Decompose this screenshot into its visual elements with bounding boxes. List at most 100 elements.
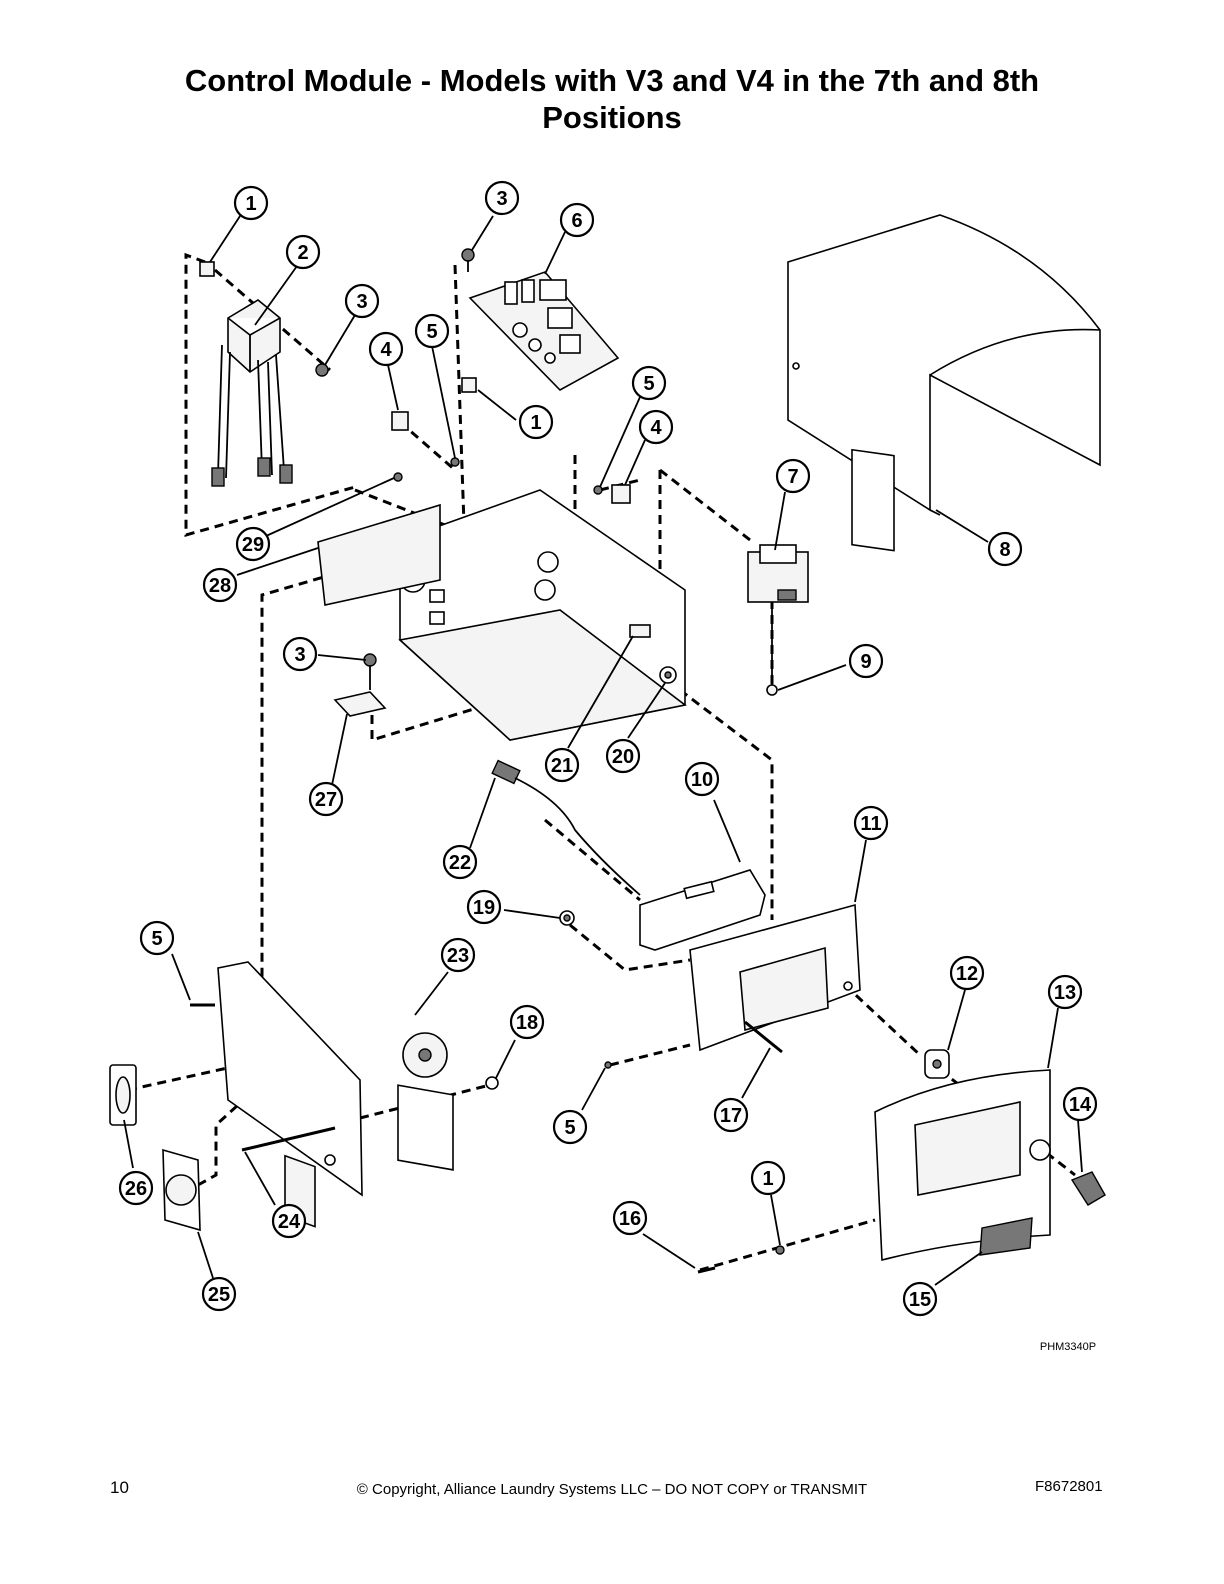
callout-bubble <box>442 844 478 880</box>
callout-label: 5 <box>426 321 437 343</box>
part-clip-1-top <box>199 261 215 277</box>
callout-16: 16 <box>612 1200 648 1236</box>
callout-label: 24 <box>278 1211 301 1233</box>
callout-bubble <box>368 331 404 367</box>
callout-4: 4 <box>368 331 404 367</box>
callout-label: 21 <box>551 755 573 777</box>
callout-22: 22 <box>442 844 478 880</box>
callout-4: 4 <box>638 409 674 445</box>
callout-bubble <box>233 185 269 221</box>
part-grommet-19 <box>559 910 575 926</box>
callout-1: 1 <box>518 404 554 440</box>
callout-8: 8 <box>987 531 1023 567</box>
callout-26: 26 <box>118 1170 154 1206</box>
callout-20: 20 <box>605 738 641 774</box>
callout-1: 1 <box>233 185 269 221</box>
callout-bubble <box>440 937 476 973</box>
part-fan-23 <box>397 1032 454 1171</box>
callout-bubble <box>518 404 554 440</box>
part-console-13 <box>874 1069 1051 1262</box>
callout-label: 1 <box>762 1168 773 1190</box>
callout-label: 3 <box>356 291 367 313</box>
callout-label: 20 <box>612 746 634 768</box>
callout-bubble <box>271 1203 307 1239</box>
part-sensor-27 <box>333 691 387 717</box>
callout-bubble <box>308 781 344 817</box>
callout-1: 1 <box>750 1160 786 1196</box>
callout-bubble <box>987 531 1023 567</box>
callout-5: 5 <box>139 920 175 956</box>
part-switch-21 <box>629 624 651 638</box>
callout-bubble <box>631 365 667 401</box>
callout-5: 5 <box>552 1109 588 1145</box>
callout-24: 24 <box>271 1203 307 1239</box>
callout-3: 3 <box>344 283 380 319</box>
part-screw-29 <box>393 472 403 482</box>
part-washer-12 <box>924 1049 950 1079</box>
callout-7: 7 <box>775 458 811 494</box>
callout-17: 17 <box>713 1097 749 1133</box>
callout-11: 11 <box>853 805 889 841</box>
callout-bubble <box>1047 974 1083 1010</box>
callout-label: 10 <box>691 769 713 791</box>
callout-label: 7 <box>787 466 798 488</box>
callout-bubble <box>282 636 318 672</box>
callout-3: 3 <box>484 180 520 216</box>
callout-bubble <box>559 202 595 238</box>
part-screw-5-lower <box>604 1061 612 1069</box>
part-bracket-4-right <box>611 484 631 504</box>
callout-bubble <box>775 458 811 494</box>
part-knob-14 <box>1070 1171 1106 1206</box>
callout-bubble <box>853 805 889 841</box>
part-transformer-2 <box>211 299 293 487</box>
part-relay-7 <box>747 544 809 603</box>
callout-label: 19 <box>473 897 495 919</box>
callout-label: 25 <box>208 1284 230 1306</box>
leader-lines <box>123 212 1083 1286</box>
callout-9: 9 <box>848 643 884 679</box>
callout-21: 21 <box>544 747 580 783</box>
callout-label: 16 <box>619 1208 641 1230</box>
part-chassis <box>398 489 687 741</box>
callout-bubble <box>949 955 985 991</box>
callout-label: 9 <box>860 651 871 673</box>
callout-25: 25 <box>201 1276 237 1312</box>
part-circuit-board-6 <box>468 271 620 391</box>
part-gasket-26 <box>109 1064 137 1126</box>
callout-29: 29 <box>235 526 271 562</box>
callout-label: 14 <box>1069 1094 1092 1116</box>
part-nut-18 <box>485 1076 499 1090</box>
callout-label: 18 <box>516 1012 538 1034</box>
callout-bubble <box>552 1109 588 1145</box>
callout-label: 5 <box>564 1117 575 1139</box>
callout-27: 27 <box>308 781 344 817</box>
part-screw-5-right <box>593 485 603 495</box>
callout-bubble <box>235 526 271 562</box>
document-number: F8672801 <box>1035 1478 1103 1495</box>
callout-bubble <box>285 234 321 270</box>
callout-label: 17 <box>720 1105 742 1127</box>
page-title-line-2: Positions <box>542 100 682 135</box>
callout-label: 1 <box>245 193 256 215</box>
callout-bubble <box>414 313 450 349</box>
callout-bubble <box>638 409 674 445</box>
callout-19: 19 <box>466 889 502 925</box>
part-panel-11 <box>689 903 861 1052</box>
callout-label: 13 <box>1054 982 1076 1004</box>
part-fan-guard-25 <box>162 1148 201 1232</box>
part-screw-17 <box>744 1020 783 1054</box>
callout-6: 6 <box>559 202 595 238</box>
callout-label: 28 <box>209 575 231 597</box>
part-screw-3-b <box>461 248 475 272</box>
callout-2: 2 <box>285 234 321 270</box>
part-bracket-28 <box>317 503 441 606</box>
callout-bubble <box>605 738 641 774</box>
callout-bubble <box>484 180 520 216</box>
callout-14: 14 <box>1062 1086 1098 1122</box>
callout-bubble <box>544 747 580 783</box>
callout-label: 23 <box>447 945 469 967</box>
callout-label: 5 <box>151 928 162 950</box>
part-screw-16 <box>697 1266 716 1274</box>
callout-label: 5 <box>643 373 654 395</box>
